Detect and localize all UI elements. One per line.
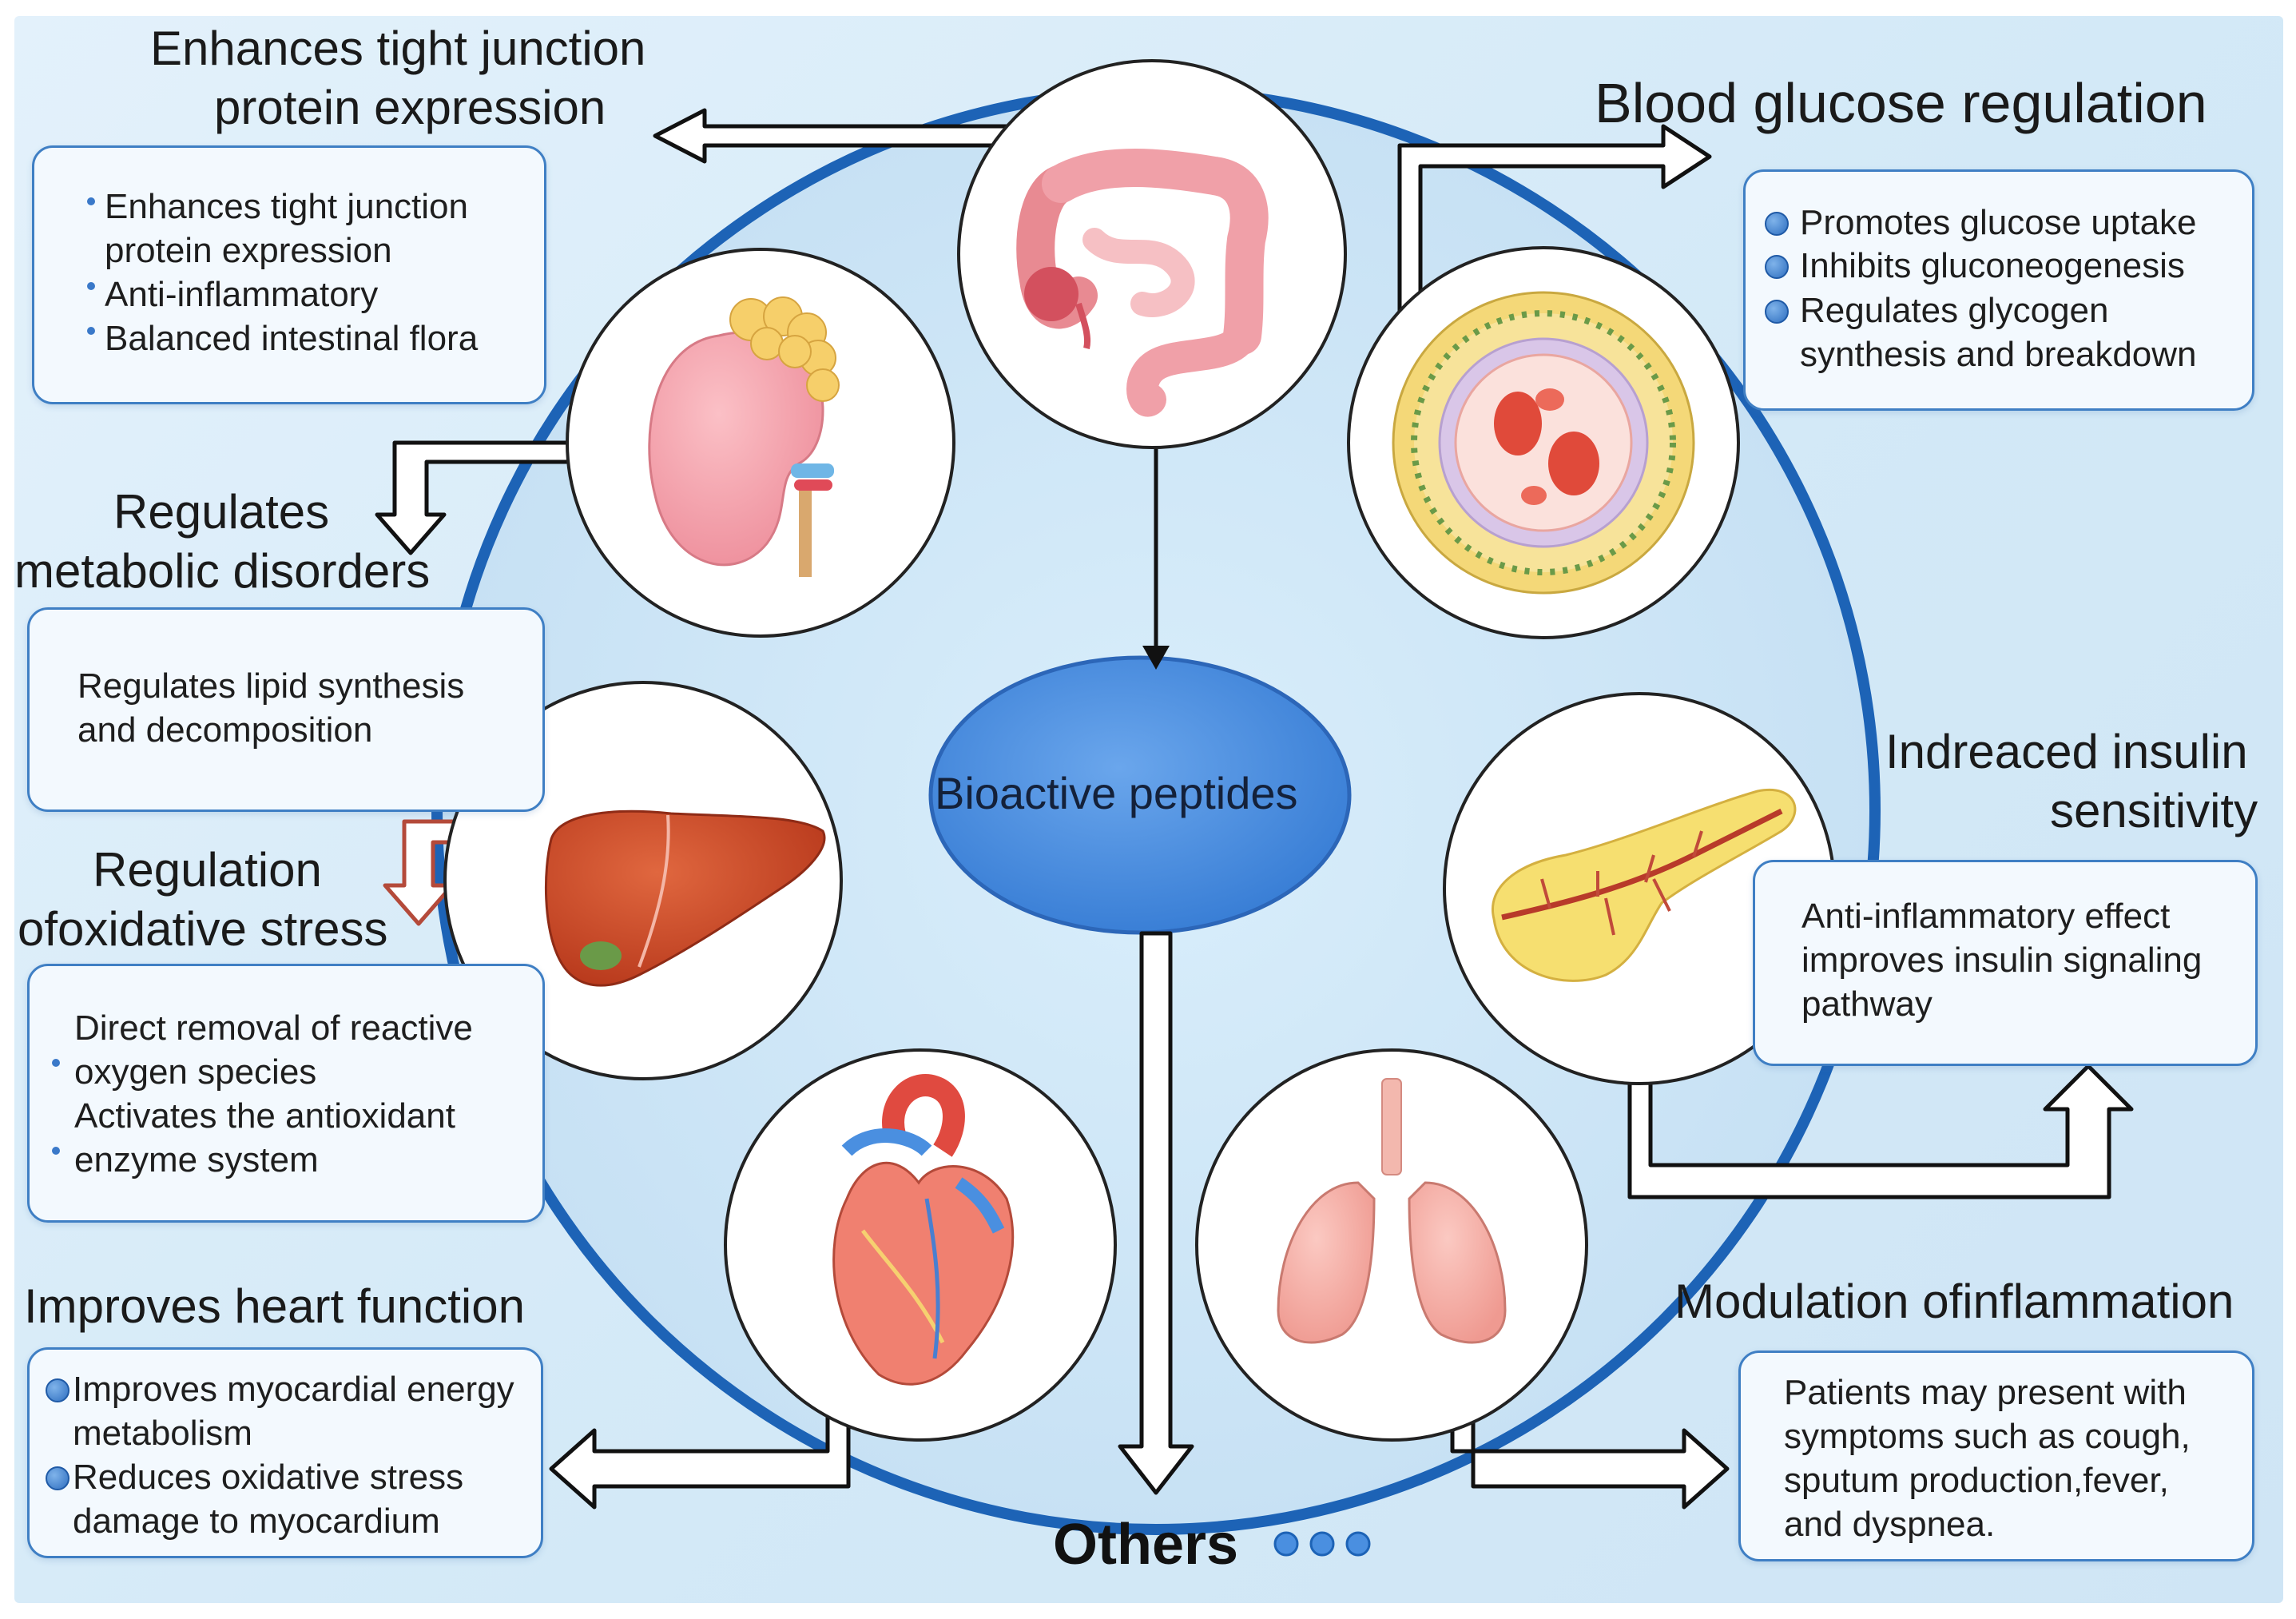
intestine-item-2: protein expression bbox=[105, 231, 392, 270]
glucose-item-3: Regulates glycogen bbox=[1800, 291, 2109, 330]
intestine-item-3: Anti-inflammatory bbox=[105, 275, 379, 314]
heart-icon bbox=[724, 1048, 1117, 1442]
insulin-item-2: improves insulin signaling bbox=[1801, 941, 2203, 980]
kidney-icon bbox=[566, 248, 955, 638]
heart-card: Improves myocardial energy metabolism Re… bbox=[27, 1347, 543, 1558]
heart-item-1: Improves myocardial energy bbox=[73, 1370, 514, 1409]
center-label: Bioactive peptides bbox=[935, 768, 1298, 818]
metabolic-card: Regulates lipid synthesis and decomposit… bbox=[27, 607, 545, 812]
oxidative-item-1: Direct removal of reactive bbox=[74, 1008, 473, 1048]
heart-item-4: damage to myocardium bbox=[73, 1502, 440, 1541]
bullet-icon bbox=[52, 1147, 60, 1155]
metabolic-title-line1: Regulates bbox=[113, 485, 330, 539]
bullet-icon bbox=[1765, 212, 1789, 236]
oxidative-title-line1: Regulation bbox=[93, 843, 322, 897]
bullet-icon bbox=[87, 327, 95, 335]
intestine-item-4: Balanced intestinal flora bbox=[105, 319, 479, 358]
intestine-card: Enhances tight junction protein expressi… bbox=[32, 145, 546, 404]
arrow-intestine-to-center bbox=[1142, 417, 1170, 670]
arrow-center-to-others bbox=[1118, 931, 1194, 1495]
heart-title: Improves heart function bbox=[24, 1279, 525, 1333]
arrow-to-glucose-title bbox=[1397, 124, 1712, 328]
insulin-card: Anti-inflammatory effect improves insuli… bbox=[1753, 860, 2258, 1066]
arrow-to-intestine-title bbox=[653, 108, 1011, 164]
blood-vessel-icon bbox=[1347, 246, 1740, 639]
lungs-icon bbox=[1195, 1048, 1588, 1442]
inflammation-title: Modulation ofinflammation bbox=[1674, 1275, 2234, 1328]
insulin-item-3: pathway bbox=[1801, 985, 1933, 1024]
inflammation-card: Patients may present with symptoms such … bbox=[1738, 1350, 2254, 1561]
bullet-icon bbox=[52, 1059, 60, 1067]
insulin-item-1: Anti-inflammatory effect bbox=[1801, 897, 2171, 936]
pancreas-icon bbox=[1443, 692, 1836, 1085]
arrow-to-inflammation-card bbox=[1450, 1394, 1730, 1510]
arrow-to-metabolic-title bbox=[375, 440, 574, 555]
metabolic-item-1: Regulates lipid synthesis bbox=[77, 666, 465, 706]
oxidative-card: Direct removal of reactive oxygen specie… bbox=[27, 964, 545, 1223]
oxidative-item-3: Activates the antioxidant bbox=[74, 1096, 455, 1136]
glucose-card: Promotes glucose uptake Inhibits glucone… bbox=[1743, 169, 2254, 411]
heart-item-3: Reduces oxidative stress bbox=[73, 1458, 464, 1497]
oxidative-item-4: enzyme system bbox=[74, 1140, 319, 1179]
arrow-to-insulin-card bbox=[1627, 1012, 2134, 1199]
bullet-icon bbox=[1765, 255, 1789, 279]
insulin-title-line1: Indreaced insulin bbox=[1885, 725, 2248, 778]
others-ellipsis bbox=[1273, 1531, 1371, 1557]
glucose-item-4: synthesis and breakdown bbox=[1800, 335, 2197, 374]
others-label: Others bbox=[1053, 1513, 1239, 1577]
metabolic-title-line2: metabolic disorders bbox=[14, 544, 431, 598]
glucose-item-2: Inhibits gluconeogenesis bbox=[1800, 246, 2185, 285]
oxidative-item-2: oxygen species bbox=[74, 1052, 317, 1092]
heart-item-2: metabolism bbox=[73, 1414, 252, 1453]
insulin-title-line2: sensitivity bbox=[2050, 784, 2258, 837]
metabolic-item-2: and decomposition bbox=[77, 710, 373, 750]
inflammation-item-3: sputum production,fever, bbox=[1784, 1461, 2169, 1500]
bullet-icon bbox=[46, 1466, 70, 1490]
intestine-title-line2: protein expression bbox=[214, 81, 606, 134]
bullet-icon bbox=[87, 282, 95, 290]
inflammation-item-1: Patients may present with bbox=[1784, 1373, 2187, 1412]
intestine-title-line1: Enhances tight junction bbox=[150, 22, 646, 75]
oxidative-title-line2: ofoxidative stress bbox=[18, 902, 388, 956]
bullet-icon bbox=[87, 197, 95, 205]
glucose-item-1: Promotes glucose uptake bbox=[1800, 203, 2197, 242]
bullet-icon bbox=[46, 1378, 70, 1402]
intestine-item-1: Enhances tight junction bbox=[105, 187, 468, 226]
inflammation-item-4: and dyspnea. bbox=[1784, 1505, 1996, 1544]
intestine-icon bbox=[957, 59, 1347, 449]
bullet-icon bbox=[1765, 300, 1789, 324]
inflammation-item-2: symptoms such as cough, bbox=[1784, 1417, 2191, 1456]
glucose-title: Blood glucose regulation bbox=[1595, 72, 2207, 134]
arrow-to-heart-card bbox=[549, 1394, 851, 1510]
